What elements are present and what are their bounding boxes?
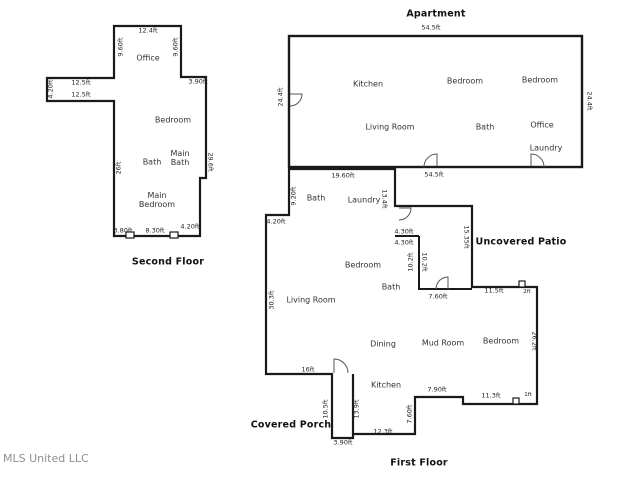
dim-2f-office-right: 9.60ft xyxy=(171,37,180,57)
dim-1f-step-top: 7.90ft xyxy=(427,385,447,394)
dim-apt-left: 24.4ft xyxy=(276,87,285,107)
dim-2f-left-height: 26ft xyxy=(114,161,123,175)
room-apt-bedroom-2: Bedroom xyxy=(521,75,559,85)
dim-apt-right: 24.4ft xyxy=(585,91,594,111)
dim-2f-office-step: 3.90ft xyxy=(188,77,208,86)
dim-apt-bottom: 54.5ft xyxy=(424,170,444,179)
room-apt-office: Office xyxy=(530,120,554,130)
dim-kitchen-step: 7.60ft xyxy=(405,404,414,424)
room-1f-mud-room: Mud Room xyxy=(421,338,465,348)
dim-br-notch: 1ft xyxy=(524,391,532,398)
apartment-outline xyxy=(287,34,584,169)
dim-2f-office-width: 12.4ft xyxy=(138,26,158,35)
dim-1f-top-width: 19.60ft xyxy=(331,171,355,180)
tick-patio-notch xyxy=(518,280,526,288)
dim-1f-left-step: 4.20ft xyxy=(266,217,286,226)
dim-2f-arm-height: 4.20ft xyxy=(46,79,55,99)
room-1f-bedroom-1: Bedroom xyxy=(344,260,382,270)
dim-2f-bottom-3: 4.20ft xyxy=(180,222,200,231)
dim-2f-right-height: 29.6ft xyxy=(206,152,215,172)
door-arc-apartment-left xyxy=(289,93,303,107)
room-2f-bedroom: Bedroom xyxy=(154,115,192,125)
room-2f-bath: Bath xyxy=(142,157,162,167)
dim-1f-left-height: 30.3ft xyxy=(267,290,276,310)
room-apt-living-room: Living Room xyxy=(365,122,415,132)
dim-2f-office-left: 9.60ft xyxy=(116,37,125,57)
dim-1f-wall-left: 10.2ft xyxy=(406,252,415,272)
door-arc-bath xyxy=(435,276,449,290)
door-arc-porch xyxy=(333,358,349,374)
room-2f-main-bedroom: Main Bedroom xyxy=(138,190,176,209)
dim-1f-hall-bottom: 4.30ft xyxy=(394,238,414,247)
dim-1f-bottom-right: 11.3ft xyxy=(481,391,501,400)
tick-second-floor-1 xyxy=(125,231,135,239)
room-1f-kitchen: Kitchen xyxy=(370,380,402,390)
tick-bottom-right-notch xyxy=(512,397,520,405)
door-arc-apartment-laundry xyxy=(530,153,545,168)
title-apartment: Apartment xyxy=(406,8,466,20)
dim-patio-notch: 2ft xyxy=(523,288,531,295)
first-floor-outline xyxy=(264,167,539,440)
dim-2f-bottom-1: 3.80ft xyxy=(113,226,133,235)
dim-porch-right: 13.9ft xyxy=(352,399,361,419)
room-1f-bath-top: Bath xyxy=(306,193,326,203)
dim-2f-bottom-2: 8.30ft xyxy=(145,226,165,235)
room-2f-office: Office xyxy=(136,53,160,63)
title-first-floor: First Floor xyxy=(390,457,448,469)
door-arc-hall xyxy=(398,207,412,221)
dim-1f-hall-top: 4.30ft xyxy=(394,227,414,236)
dim-porch-left: 10.5ft xyxy=(321,399,330,419)
room-apt-bath: Bath xyxy=(475,122,495,132)
dim-porch-width: 3.90ft xyxy=(333,438,353,447)
door-arc-apartment-living xyxy=(423,153,438,168)
room-apt-laundry: Laundry xyxy=(529,143,563,153)
room-apt-kitchen: Kitchen xyxy=(352,79,384,89)
room-1f-living-room: Living Room xyxy=(286,295,336,305)
watermark: MLS United LLC xyxy=(3,452,89,465)
dim-1f-bottom-left: 16ft xyxy=(301,365,315,374)
room-2f-main-bath: Main Bath xyxy=(170,148,190,167)
dim-1f-right-height: 26.2ft xyxy=(530,331,539,351)
dim-1f-laundry-height: 13.4ft xyxy=(380,189,389,209)
tick-second-floor-2 xyxy=(169,231,179,239)
title-covered-porch: Covered Porch xyxy=(250,419,332,431)
second-floor-outline xyxy=(45,24,208,238)
dim-kitchen-bottom: 12.3ft xyxy=(373,427,393,436)
title-uncovered-patio: Uncovered Patio xyxy=(475,236,567,248)
room-1f-laundry: Laundry xyxy=(347,195,381,205)
first-floor-interior-walls xyxy=(395,235,472,290)
title-second-floor: Second Floor xyxy=(131,256,205,268)
dim-apt-top: 54.5ft xyxy=(421,23,441,32)
dim-1f-wall-right: 10.2ft xyxy=(420,252,429,272)
room-apt-bedroom-1: Bedroom xyxy=(446,76,484,86)
dim-2f-arm-top: 12.5ft xyxy=(71,78,91,87)
room-1f-bath-mid: Bath xyxy=(381,282,401,292)
dim-patio-bottom: 11.5ft xyxy=(484,286,504,295)
room-1f-bedroom-2: Bedroom xyxy=(482,336,520,346)
room-1f-dining: Dining xyxy=(370,339,396,349)
dim-1f-bath-width: 7.60ft xyxy=(428,292,448,301)
dim-1f-bath-height: 9.20ft xyxy=(289,186,298,206)
dim-2f-arm-bottom: 12.5ft xyxy=(71,90,91,99)
dim-patio-left: 15.35ft xyxy=(462,225,471,249)
